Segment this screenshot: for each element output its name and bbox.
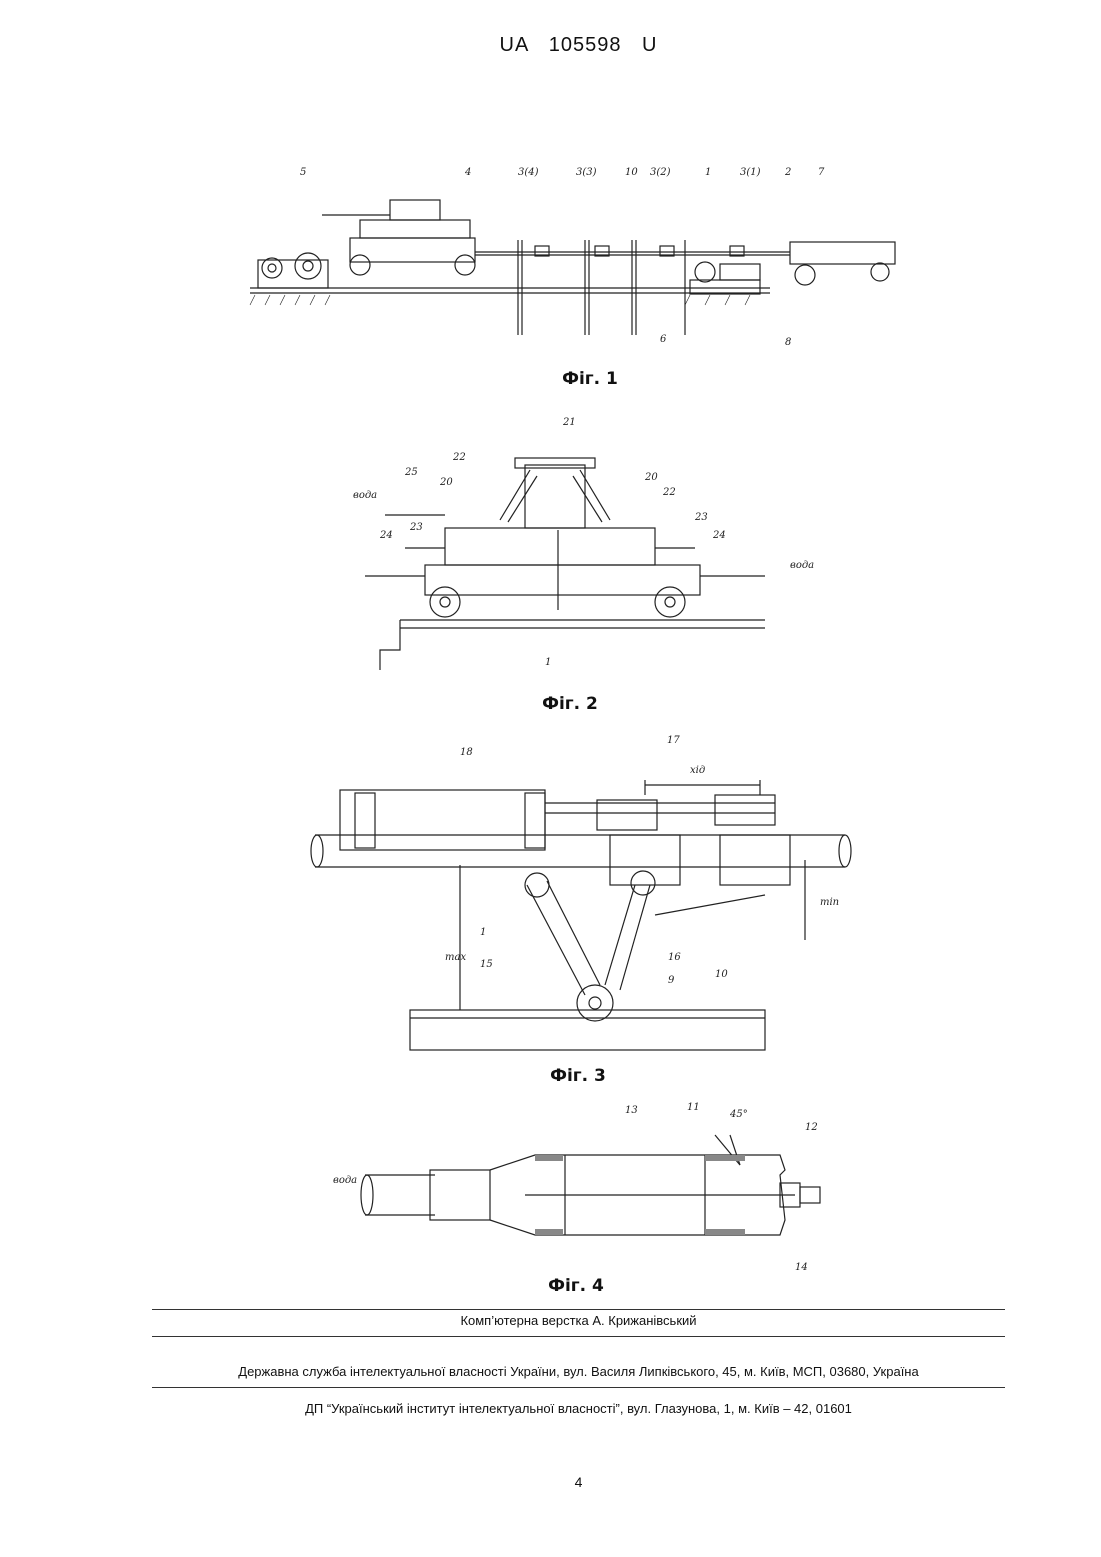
fig2-label: 20 [439,477,453,488]
fig4-label: вода [333,1175,357,1186]
fig1-label: 3(1) [740,167,761,178]
institute-address: ДП “Український інститут інтелектуальної… [0,1401,1101,1416]
figure-2-caption: Фіг. 2 [490,694,650,714]
fig4-label: 12 [805,1122,818,1133]
fig3-label: 15 [480,959,493,970]
fig4-label: 45° [729,1109,748,1120]
fig3-label: 9 [668,975,675,986]
fig4-label: 13 [625,1105,638,1116]
fig1-label: 5 [300,167,306,178]
fig2-label: 23 [694,512,708,523]
fig3-label: max [445,952,466,963]
figure-3-caption: Фіг. 3 [498,1066,658,1086]
fig1-label: 2 [784,167,791,178]
fig1-label: 3(4) [518,167,539,178]
figure-4-caption: Фіг. 4 [496,1276,656,1296]
fig2-label: 24 [712,530,726,541]
fig4-label: 14 [795,1262,808,1273]
fig2-label: 20 [644,472,658,483]
fig3-label: 18 [460,747,473,758]
figure-3-drawing: 18 17 хід 1 min max 15 16 9 10 [305,735,865,1055]
figure-1-caption: Фіг. 1 [510,369,670,389]
fig3-label: 17 [667,735,680,746]
agency-address: Державна служба інтелектуальної власност… [0,1364,1101,1379]
layout-credit: Комп’ютерна верстка А. Крижанівський [0,1313,1101,1328]
fig2-label: 23 [409,522,423,533]
footer-divider [152,1309,1005,1310]
fig2-label: 24 [379,530,393,541]
fig3-label: min [820,897,839,908]
figure-2-drawing: 21 22 20 25 20 22 23 24 23 24 вода вода … [345,410,795,680]
document-number: UA 105598 U [0,34,1101,57]
fig1-label: 8 [785,337,791,348]
figure-4-drawing: 13 11 45° 12 вода 14 [325,1095,830,1280]
fig3-label: 16 [668,952,681,963]
fig1-label: 6 [660,334,667,345]
fig1-label: 3(3) [576,167,597,178]
fig2-label: 1 [545,657,551,668]
fig4-label: 11 [687,1102,700,1113]
footer-divider [152,1387,1005,1388]
fig2-label: 21 [562,417,576,428]
page-number: 4 [0,1474,1101,1490]
fig2-label: вода [353,490,377,501]
fig1-label: 7 [818,167,825,178]
fig3-label: 1 [480,927,486,938]
footer-divider [152,1336,1005,1337]
figure-1-drawing: 5 4 3(4) 3(3) 10 3(2) 1 3(1) 2 7 6 8 [250,160,910,355]
fig2-label: 25 [404,467,418,478]
fig1-label: 10 [625,167,638,178]
fig2-label: 22 [452,452,466,463]
fig2-label: 22 [662,487,676,498]
fig1-label: 4 [464,167,471,178]
fig1-label: 3(2) [650,167,671,178]
fig2-label: вода [790,560,814,571]
fig3-label: хід [690,765,705,776]
fig3-label: 10 [715,969,728,980]
fig1-label: 1 [705,167,711,178]
